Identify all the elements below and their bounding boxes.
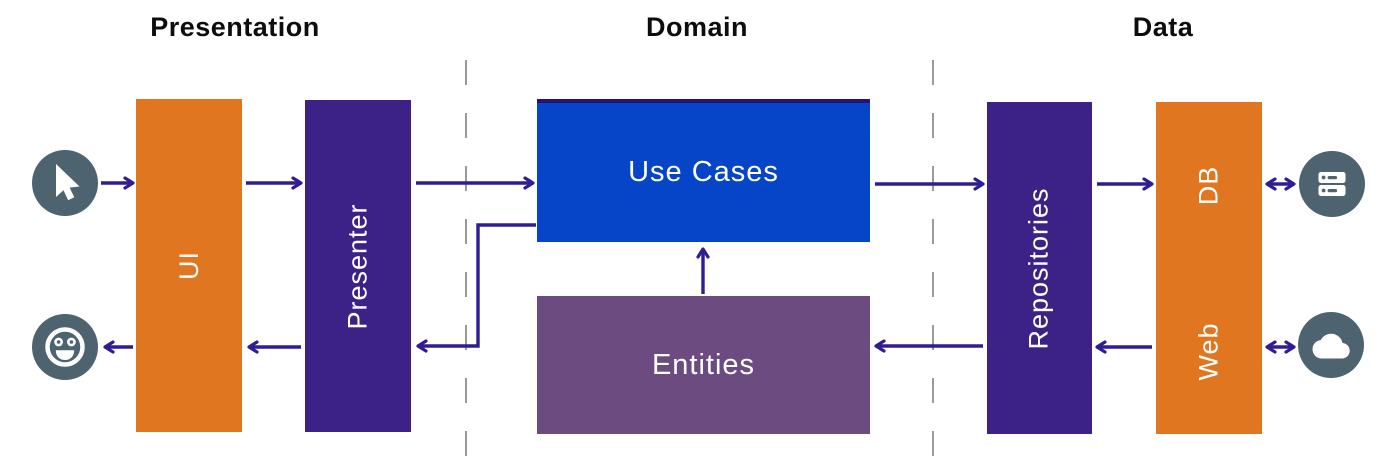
repositories-box: Repositories <box>987 102 1092 434</box>
use-cases-box-label: Use Cases <box>628 156 779 188</box>
db-section: DB <box>1156 102 1262 268</box>
ui-box: UI <box>136 99 242 432</box>
smiley-face-icon <box>32 314 98 380</box>
db-web-box: DB Web <box>1156 102 1262 434</box>
presenter-box: Presenter <box>305 100 411 432</box>
use-cases-box: Use Cases <box>537 99 870 242</box>
presenter-box-label: Presenter <box>342 202 373 330</box>
ui-box-label: UI <box>173 251 204 280</box>
server-stack-icon <box>1299 151 1365 217</box>
mouse-cursor-icon <box>32 150 98 216</box>
web-label: Web <box>1193 321 1224 381</box>
entities-box-label: Entities <box>651 348 756 381</box>
cloud-icon <box>1298 312 1364 378</box>
layer-title-data: Data <box>1132 12 1194 42</box>
repositories-box-label: Repositories <box>1024 186 1055 350</box>
web-section: Web <box>1156 268 1262 434</box>
db-label: DB <box>1193 165 1224 205</box>
layer-title-presentation: Presentation <box>150 12 320 42</box>
entities-box: Entities <box>537 296 870 434</box>
arrow-usecases-elbow-to-presenter <box>416 223 536 353</box>
layer-title-domain: Domain <box>645 12 748 42</box>
